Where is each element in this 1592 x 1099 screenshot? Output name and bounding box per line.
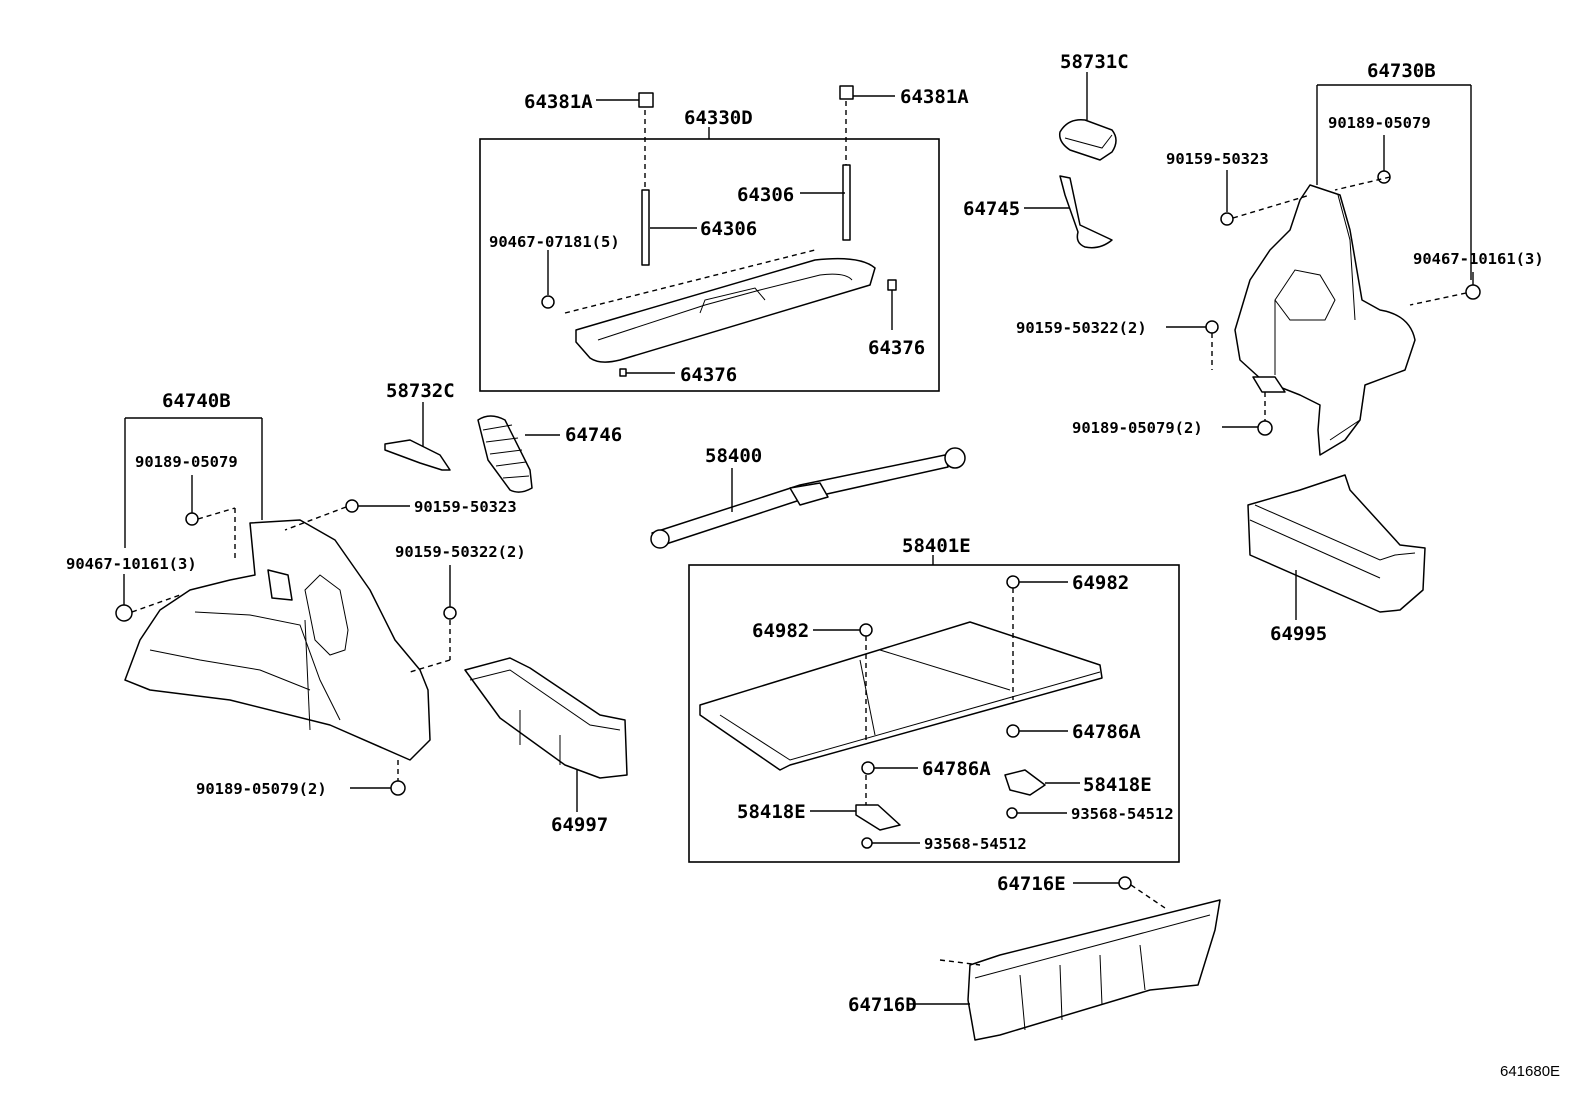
deck-board <box>699 621 1103 771</box>
label-90189-05079-left: 90189-05079 <box>135 453 238 471</box>
clip-90467-10161-left <box>115 604 133 622</box>
screw-93568-right <box>1006 807 1018 819</box>
diagram-reference-code: 641680E <box>1500 1063 1560 1080</box>
package-tray-group <box>479 85 940 392</box>
deck-board-group <box>688 555 1180 863</box>
clip-64786A-right <box>1006 724 1020 738</box>
label-64786A-right: 64786A <box>1072 721 1141 743</box>
support-rod-left <box>641 189 650 266</box>
label-58401E: 58401E <box>902 535 971 557</box>
deck-board-box <box>688 564 1180 863</box>
label-64376-bottom: 64376 <box>680 364 737 386</box>
nut-90189-05079-left <box>390 780 406 796</box>
tray-64995 <box>1247 474 1426 613</box>
bolt-90159-50323-right <box>1220 212 1234 226</box>
label-90467-10161-left: 90467-10161(3) <box>66 555 197 573</box>
quarter-trim-left-group <box>115 417 457 796</box>
label-90159-50322-left: 90159-50322(2) <box>395 543 526 561</box>
label-90159-50323-left: 90159-50323 <box>414 498 517 516</box>
screw-93568-left <box>861 837 873 849</box>
label-64730B: 64730B <box>1367 60 1436 82</box>
grille-64746 <box>477 415 533 493</box>
label-64381A-right: 64381A <box>900 86 969 108</box>
scuff-plate-group <box>907 876 1221 1041</box>
clip-90467-07181 <box>541 295 555 309</box>
bracket-58418E-left <box>855 804 901 831</box>
clip-64716E <box>1118 876 1132 890</box>
label-64330D: 64330D <box>684 107 753 129</box>
label-64746: 64746 <box>565 424 622 446</box>
cover-58731C <box>1058 119 1117 161</box>
grille-64746-group <box>477 415 560 493</box>
bracket-quarter-right <box>1252 376 1286 393</box>
label-90189-05079-2-left: 90189-05079(2) <box>196 780 327 798</box>
bolt-90159-50323-left <box>345 499 359 513</box>
label-90159-50322-right: 90159-50322(2) <box>1016 319 1147 337</box>
strap-end-left <box>650 529 670 549</box>
label-64306-right: 64306 <box>737 184 794 206</box>
label-58400: 58400 <box>705 445 762 467</box>
label-64376-right: 64376 <box>868 337 925 359</box>
label-64786A-left: 64786A <box>922 758 991 780</box>
label-90189-05079-right: 90189-05079 <box>1328 114 1431 132</box>
stopper-64376-bottom <box>619 368 627 377</box>
cover-58731C-group <box>1058 72 1117 161</box>
label-64381A-left: 64381A <box>524 91 593 113</box>
bracket-58418E-right <box>1004 769 1046 796</box>
stopper-64376-right <box>887 279 897 291</box>
clip-64982-right <box>1006 575 1020 589</box>
part-labels: 58731C 64730B 64381A 64381A 64330D 64306… <box>66 51 1560 1080</box>
strap-58400-group <box>650 447 966 549</box>
label-90159-50323-right: 90159-50323 <box>1166 150 1269 168</box>
label-64716D: 64716D <box>848 994 917 1016</box>
label-58418E-right: 58418E <box>1083 774 1152 796</box>
tray-64997 <box>464 657 628 779</box>
bolt-90189-05079-left <box>185 512 199 526</box>
label-64995: 64995 <box>1270 623 1327 645</box>
label-93568-54512-right: 93568-54512 <box>1071 805 1174 823</box>
clip-64381A-left <box>638 92 654 108</box>
clip-64786A-left <box>861 761 875 775</box>
clip-64381A-right <box>839 85 854 100</box>
quarter-trim-right-group <box>1166 84 1481 456</box>
label-64982-right: 64982 <box>1072 572 1129 594</box>
label-58732C: 58732C <box>386 380 455 402</box>
package-tray-part <box>575 257 876 363</box>
nut-90189-05079-right <box>1257 420 1273 436</box>
bracket-64745 <box>1059 175 1113 249</box>
bolt-90159-50322-left <box>443 606 457 620</box>
clip-90467-10161-right <box>1465 284 1481 300</box>
support-rod-right <box>842 164 851 241</box>
label-64997: 64997 <box>551 814 608 836</box>
label-64306-left: 64306 <box>700 218 757 240</box>
tray-64997-group <box>464 657 628 812</box>
label-58418E-left: 58418E <box>737 801 806 823</box>
quarter-trim-left <box>124 519 431 761</box>
bolt-90159-50322-right <box>1205 320 1219 334</box>
label-90467-07181: 90467-07181(5) <box>489 233 620 251</box>
clip-64982-left <box>859 623 873 637</box>
bracket-64745-group <box>1024 175 1113 249</box>
label-93568-54512-left: 93568-54512 <box>924 835 1027 853</box>
plate-58732C <box>384 439 451 471</box>
label-64716E: 64716E <box>997 873 1066 895</box>
label-90189-05079-2-right: 90189-05079(2) <box>1072 419 1203 437</box>
strap-end-right <box>944 447 966 469</box>
label-90467-10161-right: 90467-10161(3) <box>1413 250 1544 268</box>
label-64740B: 64740B <box>162 390 231 412</box>
label-64745: 64745 <box>963 198 1020 220</box>
plate-58732C-group <box>384 402 451 471</box>
strap-buckle <box>789 482 829 506</box>
scuff-plate-64716D <box>967 899 1221 1041</box>
label-58731C: 58731C <box>1060 51 1129 73</box>
bracket-quarter-left <box>267 569 293 601</box>
tray-64995-group <box>1247 474 1426 620</box>
label-64982-left: 64982 <box>752 620 809 642</box>
